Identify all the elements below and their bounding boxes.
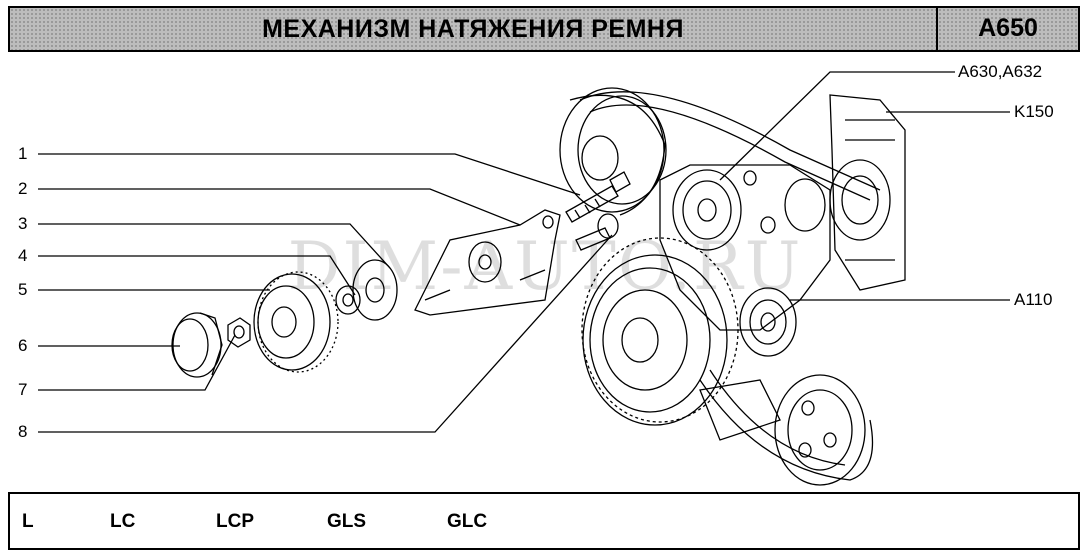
version-l: L — [22, 511, 34, 532]
callout-2: 2 — [18, 179, 28, 198]
version-lc: LC — [110, 511, 136, 532]
callout-6: 6 — [18, 336, 28, 355]
reference-a630-a632: A630,A632 — [958, 62, 1043, 81]
callout-3: 3 — [18, 214, 28, 233]
diagram-title: МЕХАНИЗМ НАТЯЖЕНИЯ РЕМНЯ — [262, 15, 684, 43]
pump-pulley — [739, 287, 797, 357]
version-gls: GLS — [327, 511, 367, 532]
versions-footer: L LC LCP GLS GLC — [8, 492, 1080, 550]
part-5-roller — [253, 271, 339, 373]
bottom-pulley — [699, 374, 866, 486]
tensioner-pulley-assembled — [672, 169, 776, 251]
alternator — [829, 94, 906, 291]
engine-plate — [659, 164, 831, 331]
diagram-code: A650 — [978, 14, 1038, 42]
version-lcp: LCP — [216, 511, 254, 532]
part-8-bolt — [575, 213, 619, 251]
header-divider — [936, 8, 938, 50]
callout-1: 1 — [18, 144, 28, 163]
reference-k150: K150 — [1014, 102, 1054, 121]
header-bar: МЕХАНИЗМ НАТЯЖЕНИЯ РЕМНЯ A650 — [8, 6, 1080, 52]
part-4-bushing — [335, 285, 361, 315]
part-3-washer — [352, 259, 398, 321]
callout-5: 5 — [18, 280, 28, 299]
part-1-bolt — [565, 171, 631, 223]
callout-7: 7 — [18, 380, 28, 399]
callout-4: 4 — [18, 246, 28, 265]
callout-8: 8 — [18, 422, 28, 441]
part-6-cap — [171, 312, 223, 378]
part-7-nut — [227, 317, 251, 348]
crankshaft-pulley — [581, 237, 739, 426]
reference-a110: A110 — [1014, 290, 1053, 309]
part-2-bracket — [414, 209, 561, 316]
top-pulley — [559, 87, 667, 216]
version-glc: GLC — [447, 511, 488, 532]
leader-lines — [38, 71, 1010, 433]
drive-belt — [579, 91, 881, 481]
